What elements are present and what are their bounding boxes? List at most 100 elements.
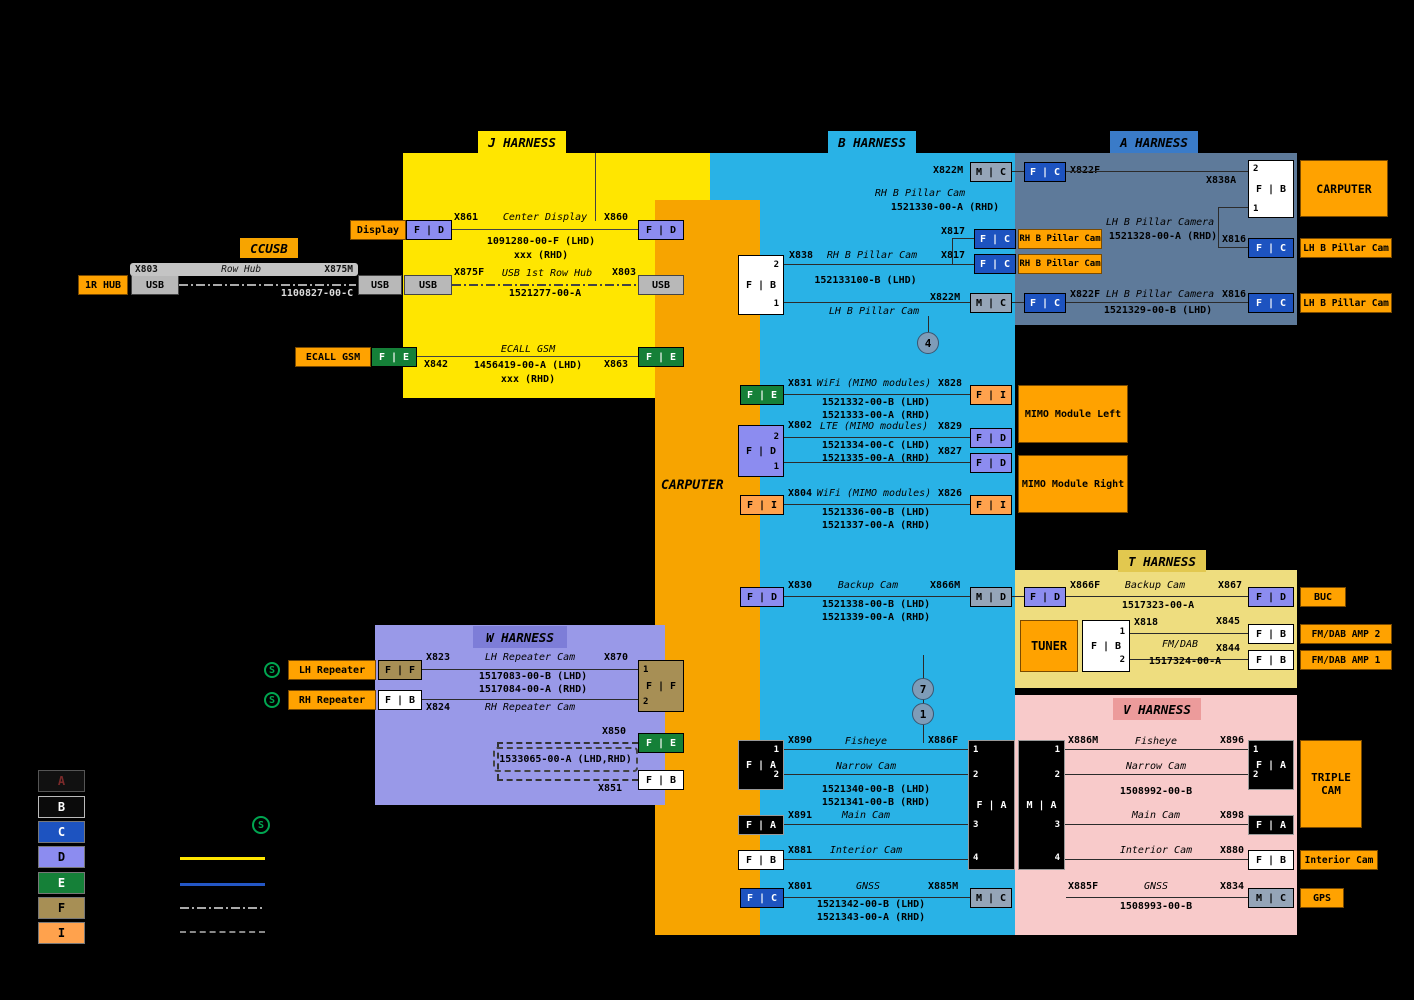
part-1521336: 1521336-00-B (LHD) [821, 507, 931, 518]
wire-usb-row-hub [452, 284, 638, 286]
device-lh-b-pillar-cam-1: LH B Pillar Cam [1300, 238, 1392, 258]
connector-x828-fi: F | I [970, 385, 1012, 405]
pin-1: 1 [773, 745, 779, 755]
connector-usb-4: USB [638, 275, 684, 295]
part-1521339: 1521339-00-A (RHD) [821, 612, 931, 623]
pin-2: 2 [1253, 770, 1259, 780]
connector-label: M | A [1026, 799, 1057, 811]
label-x886m: X886M [1068, 735, 1099, 746]
pin-3: 3 [973, 820, 979, 830]
note-circle-7: 7 [912, 678, 934, 700]
connector-x881-fb: F | B [738, 850, 784, 870]
pin-4: 4 [1054, 853, 1060, 863]
pin-1: 1 [773, 299, 779, 309]
shield-s-symbol-2: S [264, 692, 280, 708]
label-x804: X804 [788, 488, 813, 499]
pin-2: 2 [773, 770, 779, 780]
wire [784, 264, 974, 265]
tab-ccusb: CCUSB [240, 238, 298, 258]
label-x823: X823 [426, 652, 451, 663]
label-x822f-2: X822F [1070, 289, 1101, 300]
wire [1218, 207, 1248, 208]
label-x850: X850 [602, 726, 627, 737]
connector-x829-fd: F | D [970, 428, 1012, 448]
cable-center-display: Center Display [502, 212, 588, 223]
cable-fisheye-v: Fisheye [1134, 736, 1178, 747]
device-rh-repeater: RH Repeater [288, 690, 376, 710]
cable-main-cam-b: Main Cam [841, 810, 891, 821]
pin-3: 3 [1054, 820, 1060, 830]
label-x831: X831 [788, 378, 813, 389]
part-1091280: 1091280-00-F (LHD) [486, 236, 596, 247]
connector-x890-fa: 1 F | A 2 [738, 740, 784, 790]
label-x801: X801 [788, 881, 813, 892]
shield-s-symbol-1: S [264, 662, 280, 678]
connector-label: F | A [745, 759, 777, 771]
pin-2: 2 [1253, 164, 1259, 174]
pin-1: 1 [773, 462, 779, 472]
connector-x860-fd: F | D [638, 220, 684, 240]
note-circle-1: 1 [912, 703, 934, 725]
wire [784, 462, 970, 463]
label-x891: X891 [788, 810, 813, 821]
connector-x822m-mc: M | C [970, 162, 1012, 182]
wire [784, 897, 970, 898]
connector-usb-1: USB [131, 275, 179, 295]
device-rh-b-pillar-cam-1: RH B Pillar Cam [1018, 229, 1102, 249]
wire [784, 504, 970, 505]
part-ecall-rhd: xxx (RHD) [500, 374, 556, 385]
label-x803-right: X803 [612, 267, 637, 278]
connector-x844-fb: F | B [1248, 650, 1294, 670]
connector-label: F | A [1255, 759, 1287, 771]
cable-lh-repeater-cam: LH Repeater Cam [484, 652, 576, 663]
connector-x822f-fc-2: F | C [1024, 293, 1066, 313]
connector-x886f-fa-big: 1 2 F | A 3 4 [968, 740, 1015, 870]
connector-x834-mc: M | C [1248, 888, 1294, 908]
label-x838a: X838A [1206, 175, 1237, 186]
device-label-line1: TRIPLE [1311, 771, 1351, 784]
cable-backup-cam-t: Backup Cam [1124, 580, 1186, 591]
connector-x885m-mc: M | C [970, 888, 1012, 908]
part-1521332: 1521332-00-B (LHD) [821, 397, 931, 408]
part-1521341: 1521341-00-B (RHD) [821, 797, 931, 808]
label-x866f: X866F [1070, 580, 1101, 591]
cable-interior-cam-v: Interior Cam [1119, 845, 1193, 856]
legend-connector-d: D [38, 846, 85, 868]
cable-fm-dab: FM/DAB [1161, 639, 1199, 650]
device-rh-b-pillar-cam-2: RH B Pillar Cam [1018, 254, 1102, 274]
label-x838: X838 [789, 250, 814, 261]
label-x880: X880 [1220, 845, 1245, 856]
wire-ecall [417, 356, 638, 357]
label-x866m: X866M [930, 580, 961, 591]
connector-x838a-fb: 2 F | B 1 [1248, 160, 1294, 218]
device-interior-cam: Interior Cam [1300, 850, 1378, 870]
part-box-1533065: 1533065-00-A (LHD,RHD) [493, 747, 638, 772]
connector-x823-ff: F | F [378, 660, 422, 680]
tab-a-harness: A HARNESS [1110, 131, 1198, 153]
connector-x898-fa: F | A [1248, 815, 1294, 835]
label-x890: X890 [788, 735, 813, 746]
cable-rh-b-pillar-2: RH B Pillar Cam [826, 250, 918, 261]
tab-t-harness: T HARNESS [1118, 550, 1206, 572]
legend-line-dashed [180, 931, 265, 933]
wire [1218, 207, 1219, 248]
part-1517083: 1517083-00-B (LHD) [478, 671, 588, 682]
connector-x866f-fd: F | D [1024, 587, 1066, 607]
device-label-line2: CAM [1321, 784, 1341, 797]
wire [784, 774, 968, 775]
label-x824: X824 [426, 702, 451, 713]
connector-x851-fb: F | B [638, 770, 684, 790]
label-x818: X818 [1134, 617, 1159, 628]
connector-usb-2: USB [358, 275, 402, 295]
connector-x845-fb: F | B [1248, 624, 1294, 644]
connector-x818-fb: 1 F | B 2 [1082, 620, 1130, 672]
connector-x880-fb: F | B [1248, 850, 1294, 870]
device-fm-dab-amp-1: FM/DAB AMP 1 [1300, 650, 1392, 670]
connector-x861-fd: F | D [406, 220, 452, 240]
connector-x817-fc-2: F | C [974, 254, 1016, 274]
pin-1: 1 [643, 665, 649, 675]
label-x816-b: X816 [1222, 289, 1247, 300]
connector-x827-fd: F | D [970, 453, 1012, 473]
legend-line-blue [180, 883, 265, 886]
